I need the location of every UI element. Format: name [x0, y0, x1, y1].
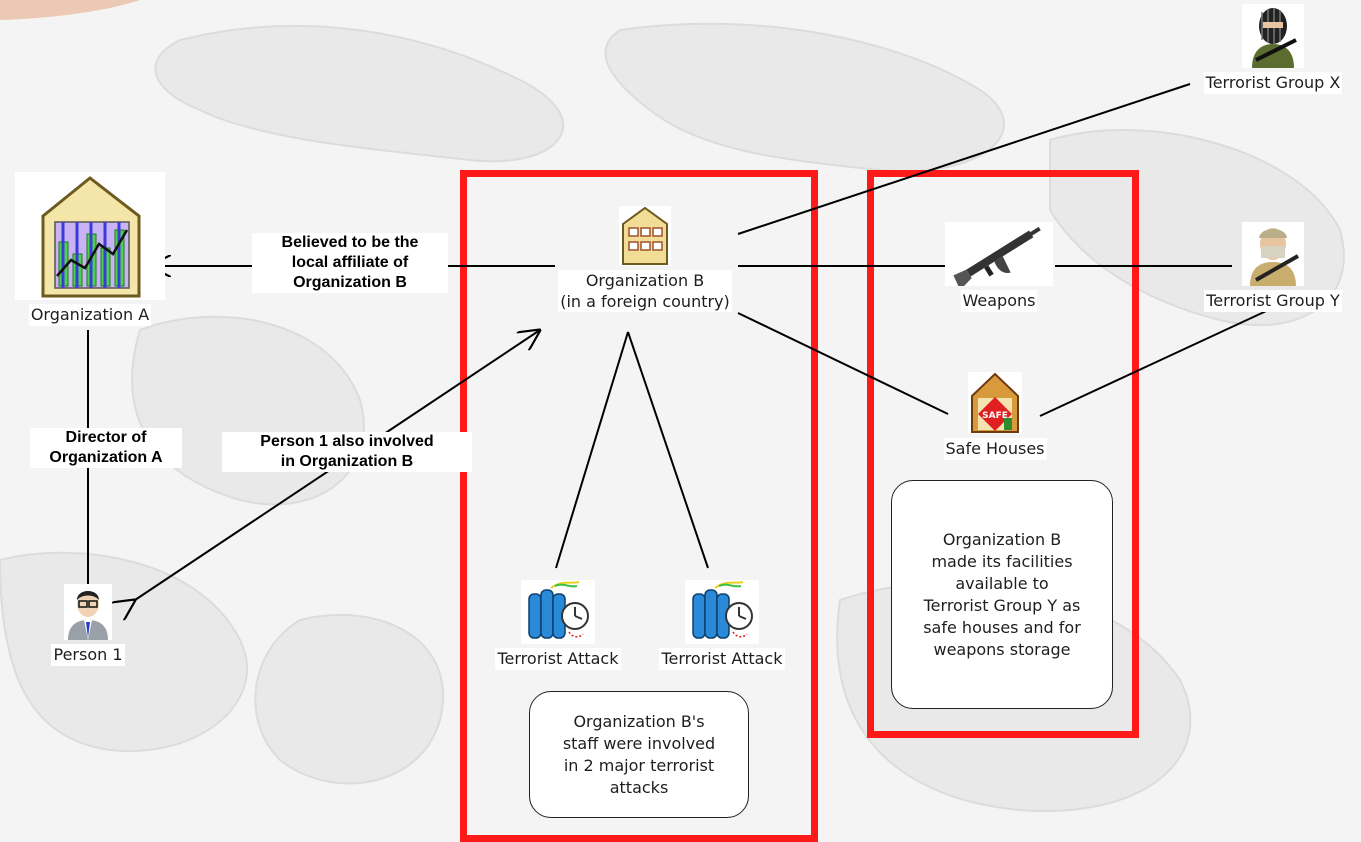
node-label-terrorist-attack-2: Terrorist Attack [659, 648, 785, 670]
node-terrorist-group-x[interactable]: Terrorist Group X [1188, 4, 1358, 94]
node-label-organization-b: Organization B (in a foreign country) [558, 270, 732, 312]
link-label-director: Director of Organization A [30, 428, 182, 468]
note-attacks: Organization B's staff were involved in … [529, 691, 749, 818]
link-label-affiliate-line-2: local affiliate of [291, 254, 409, 271]
node-label-organization-a: Organization A [28, 304, 152, 326]
node-safe-houses[interactable]: SAFE Safe Houses [930, 372, 1060, 460]
link-label-affiliate-line-1: Believed to be the [281, 234, 419, 251]
node-weapons[interactable]: Weapons [942, 222, 1056, 312]
svg-text:SAFE: SAFE [982, 411, 1008, 421]
note-attacks-line-1: Organization B's [573, 711, 705, 731]
bomb-timer-icon [521, 580, 595, 644]
node-organization-b[interactable]: Organization B (in a foreign country) [550, 206, 740, 312]
node-terrorist-group-y[interactable]: Terrorist Group Y [1186, 222, 1360, 312]
node-label-safe-houses: Safe Houses [943, 438, 1047, 460]
note-attacks-line-2: staff were involved [562, 733, 716, 753]
bomb-timer-icon [685, 580, 759, 644]
note-attacks-line-3: in 2 major terrorist [563, 755, 715, 775]
note-attacks-line-4: attacks [609, 777, 669, 797]
node-label-terrorist-group-y: Terrorist Group Y [1204, 290, 1342, 312]
rifle-icon [945, 222, 1053, 291]
node-label-weapons: Weapons [960, 290, 1038, 312]
node-person-1[interactable]: Person 1 [40, 584, 136, 666]
note-facilities-line-1: Organization B [942, 529, 1062, 549]
note-facilities-line-6: weapons storage [933, 639, 1071, 659]
note-attacks-text: Organization B's staff were involved in … [543, 711, 735, 799]
link-label-involved: Person 1 also involved in Organization B [222, 432, 472, 472]
building-icon [619, 206, 671, 266]
person-icon [64, 584, 112, 640]
link-label-affiliate: Believed to be the local affiliate of Or… [252, 233, 448, 293]
node-organization-a[interactable]: Organization A [6, 172, 174, 326]
link-label-affiliate-line-3: Organization B [293, 274, 407, 291]
note-facilities-line-4: Terrorist Group Y as [923, 595, 1081, 615]
node-terrorist-attack-2[interactable]: Terrorist Attack [642, 580, 802, 670]
node-label-organization-b-line-2: (in a foreign country) [560, 292, 730, 311]
note-facilities-text: Organization B made its facilities avail… [903, 529, 1101, 661]
note-facilities: Organization B made its facilities avail… [891, 480, 1113, 709]
link-label-involved-line-2: in Organization B [280, 453, 414, 470]
node-label-person-1: Person 1 [51, 644, 125, 666]
note-facilities-line-3: available to [955, 573, 1049, 593]
link-label-involved-line-1: Person 1 also involved [260, 433, 434, 450]
link-label-director-line-1: Director of [65, 429, 147, 446]
armed-terrorist-icon [1242, 222, 1304, 286]
note-facilities-line-5: safe houses and for [923, 617, 1081, 637]
link-label-director-line-2: Organization A [49, 449, 163, 466]
node-terrorist-attack-1[interactable]: Terrorist Attack [478, 580, 638, 670]
organization-icon [15, 172, 165, 300]
safe-house-icon: SAFE [968, 372, 1022, 434]
node-label-organization-b-line-1: Organization B [585, 271, 705, 290]
masked-terrorist-icon [1242, 4, 1304, 68]
note-facilities-line-2: made its facilities [931, 551, 1073, 571]
node-label-terrorist-attack-1: Terrorist Attack [495, 648, 621, 670]
node-label-terrorist-group-x: Terrorist Group X [1203, 72, 1343, 94]
